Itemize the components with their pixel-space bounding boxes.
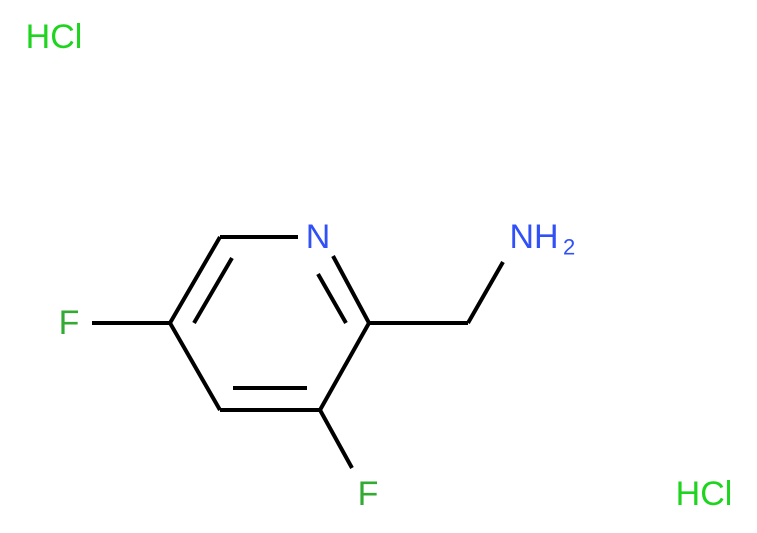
bond-c3-f	[318, 409, 354, 469]
amine-nh-label: NH	[509, 218, 558, 256]
bond-c4-c5	[168, 322, 222, 411]
bond-c5-c6-inner	[192, 256, 234, 325]
hcl-label-bottom: HCl	[676, 475, 733, 513]
pyridine-ring	[168, 235, 371, 412]
bond-c5-c6	[168, 235, 222, 325]
amine-label: NH 2	[509, 218, 575, 260]
hcl-label-top: HCl	[26, 18, 83, 56]
bond-n1-c2-inner	[316, 273, 348, 324]
bond-n1-c2	[331, 255, 371, 324]
fluorine-5-label: F	[59, 304, 80, 342]
ring-nitrogen-label: N	[306, 218, 331, 256]
amine-subscript-label: 2	[563, 235, 575, 260]
fluorine-3-label: F	[358, 475, 379, 513]
substituent-bonds	[92, 261, 505, 469]
bond-ch2-nh2	[466, 261, 505, 324]
bond-c2-c3	[318, 322, 371, 411]
